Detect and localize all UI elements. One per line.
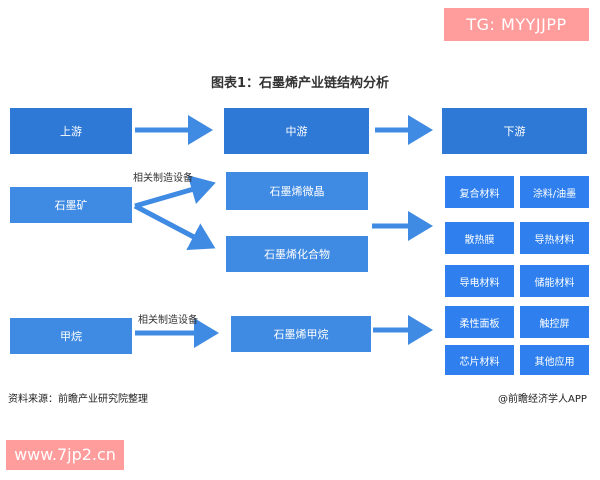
mid-graphene-microcrystal: 石墨烯微晶 (226, 172, 368, 210)
stage-upstream: 上游 (10, 108, 132, 154)
upstream-methane: 甲烷 (10, 318, 132, 354)
down-thermal-materials: 导热材料 (520, 222, 589, 254)
down-flexible-panel: 柔性面板 (445, 306, 514, 338)
down-chip-materials: 芯片材料 (445, 345, 514, 375)
upstream-graphite-ore: 石墨矿 (10, 187, 132, 223)
down-other-applications: 其他应用 (520, 345, 589, 375)
arrow-graphite-to-compound (133, 203, 216, 250)
down-touch-screen: 触控屏 (520, 306, 589, 338)
source-note: 资料来源：前瞻产业研究院整理 (8, 394, 148, 405)
stage-downstream: 下游 (442, 108, 587, 154)
down-heat-dissipation-film: 散热膜 (445, 222, 514, 254)
arrow-graphite-to-microcrystal (134, 175, 216, 209)
equipment-label-1: 相关制造设备 (133, 173, 193, 184)
brand-note: @前瞻经济学人APP (498, 394, 587, 405)
down-coatings-inks: 涂料/油墨 (520, 176, 589, 208)
site-watermark: www.7jp2.cn (6, 440, 124, 470)
stage-midstream: 中游 (224, 108, 369, 154)
down-composite-materials: 复合材料 (445, 176, 514, 208)
mid-graphene-methane: 石墨烯甲烷 (231, 316, 371, 352)
down-energy-storage: 储能材料 (520, 265, 589, 297)
chart-title: 图表1：石墨烯产业链结构分析 (210, 76, 390, 91)
telegram-tag: TG: MYYJJPP (444, 8, 589, 41)
mid-graphene-compound: 石墨烯化合物 (226, 236, 368, 272)
equipment-label-2: 相关制造设备 (138, 315, 198, 326)
down-conductive-materials: 导电材料 (445, 265, 514, 297)
